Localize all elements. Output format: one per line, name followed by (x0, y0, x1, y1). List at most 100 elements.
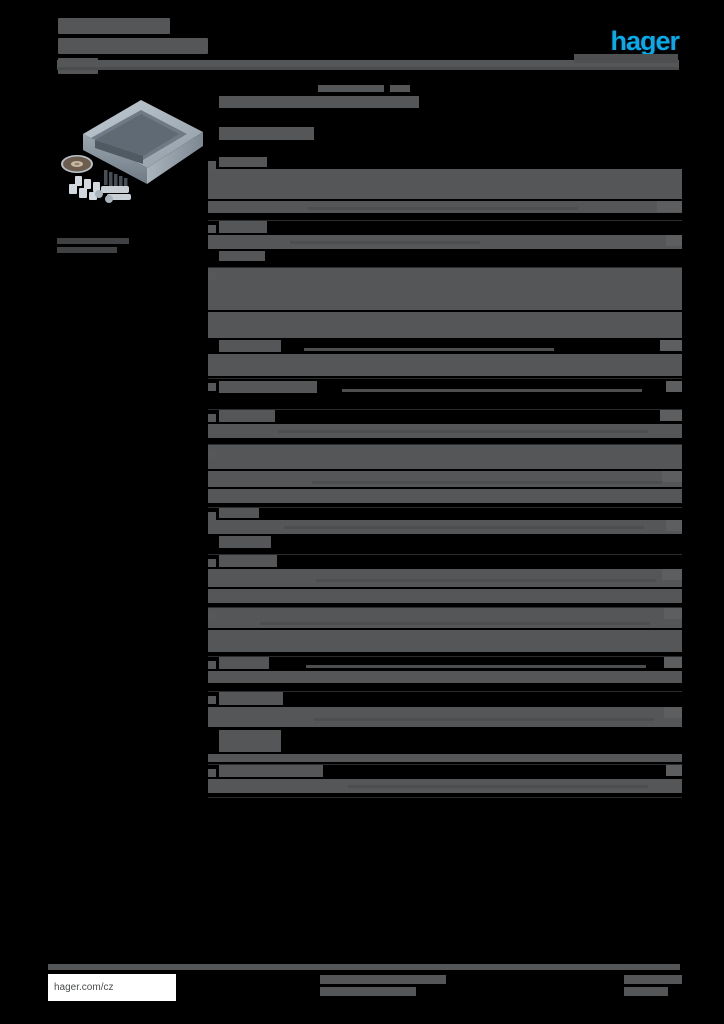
product-caption (57, 238, 129, 256)
contents-row-title (219, 657, 269, 669)
contents-page-number (666, 235, 682, 246)
dot-leader (316, 579, 656, 582)
redacted-text-bar (57, 247, 117, 253)
contents-row-title (208, 608, 682, 628)
dot-leader (304, 348, 554, 351)
contents-row[interactable] (208, 379, 682, 410)
page-title (58, 18, 208, 78)
contents-row[interactable] (208, 221, 682, 268)
contents-section-number (208, 272, 216, 280)
contents-page-number (664, 657, 682, 668)
contents-section-number (208, 696, 216, 704)
redacted-text-bar (624, 987, 668, 996)
hager-logo: hager (610, 26, 680, 56)
contents-row-title (219, 692, 283, 705)
table-of-contents (208, 85, 682, 798)
contents-section-number (208, 769, 216, 777)
contents-page-number (660, 410, 682, 421)
contents-row-title (219, 536, 271, 548)
footer-center-text (320, 975, 446, 999)
contents-row-title (219, 251, 265, 261)
contents-page-number (666, 520, 682, 531)
contents-row-title (208, 754, 682, 762)
contents-page-number (660, 340, 682, 351)
contents-row[interactable] (208, 657, 682, 692)
contents-page-number (666, 381, 682, 392)
contents-page-number (662, 569, 682, 580)
contents-page-number (662, 471, 682, 482)
contents-row-title (219, 340, 281, 352)
contents-section-number (208, 383, 216, 391)
contents-section-number (208, 559, 216, 567)
footer-page-number (624, 975, 682, 999)
contents-section-number (208, 512, 216, 520)
redacted-text-bar (318, 85, 384, 92)
redacted-text-bar (390, 85, 410, 92)
header-rule-shadow (57, 67, 679, 70)
contents-row[interactable] (208, 508, 682, 555)
contents-row-title (208, 471, 682, 487)
contents-row-title (208, 489, 682, 503)
contents-subheading (208, 127, 682, 157)
dot-leader (284, 526, 644, 529)
contents-section-number (208, 414, 216, 422)
contents-row[interactable] (208, 555, 682, 608)
contents-row-title (219, 765, 323, 777)
page-footer: hager.com/cz (0, 964, 724, 1024)
contents-row-title (208, 707, 682, 727)
contents-row-title (219, 221, 267, 233)
redacted-text-bar (58, 38, 208, 54)
contents-row-title (208, 312, 682, 338)
redacted-text-bar (320, 975, 446, 984)
redacted-text-bar (57, 238, 129, 244)
dot-leader (314, 718, 654, 721)
cable-trunking-product-photo (61, 100, 203, 203)
redacted-text-bar (219, 96, 419, 108)
contents-row[interactable] (208, 692, 682, 765)
dot-leader (306, 665, 646, 668)
contents-row-title (219, 730, 281, 752)
contents-section-number (208, 225, 216, 233)
dot-leader (260, 622, 650, 625)
contents-row-title (219, 410, 275, 422)
contents-row-list (208, 157, 682, 798)
contents-row-title (208, 569, 682, 587)
contents-page-number (664, 608, 682, 619)
contents-row[interactable] (208, 157, 682, 221)
redacted-text-bar (320, 987, 416, 996)
contents-row[interactable] (208, 410, 682, 445)
contents-section-number (208, 449, 216, 457)
dot-leader (348, 785, 648, 788)
contents-heading (208, 85, 682, 127)
contents-row-title (208, 630, 682, 652)
left-column (0, 78, 203, 978)
contents-row-title (208, 589, 682, 603)
dot-leader (290, 241, 480, 244)
contents-row[interactable] (208, 445, 682, 508)
dot-leader (278, 430, 648, 433)
redacted-text-bar (219, 127, 314, 140)
header-rule (57, 60, 679, 67)
contents-row-title (208, 169, 682, 199)
contents-row-title (219, 157, 267, 167)
logo-underline (574, 54, 678, 63)
contents-page-number (657, 201, 682, 212)
contents-row-title (208, 671, 682, 683)
contents-section-number (208, 161, 216, 169)
contents-row-title (219, 555, 277, 567)
dot-leader (342, 389, 642, 392)
page-header: hager (0, 0, 724, 78)
contents-section-number (208, 661, 216, 669)
footer-rule (48, 964, 680, 970)
hager-website-url[interactable]: hager.com/cz (48, 974, 176, 1001)
contents-row[interactable] (208, 765, 682, 798)
contents-row-title (219, 381, 317, 393)
contents-row-title (208, 354, 682, 376)
dot-leader (312, 481, 662, 484)
redacted-text-bar (58, 18, 170, 34)
contents-section-number (208, 612, 216, 620)
contents-row[interactable] (208, 268, 682, 379)
contents-row-title (219, 508, 259, 518)
contents-row[interactable] (208, 608, 682, 657)
